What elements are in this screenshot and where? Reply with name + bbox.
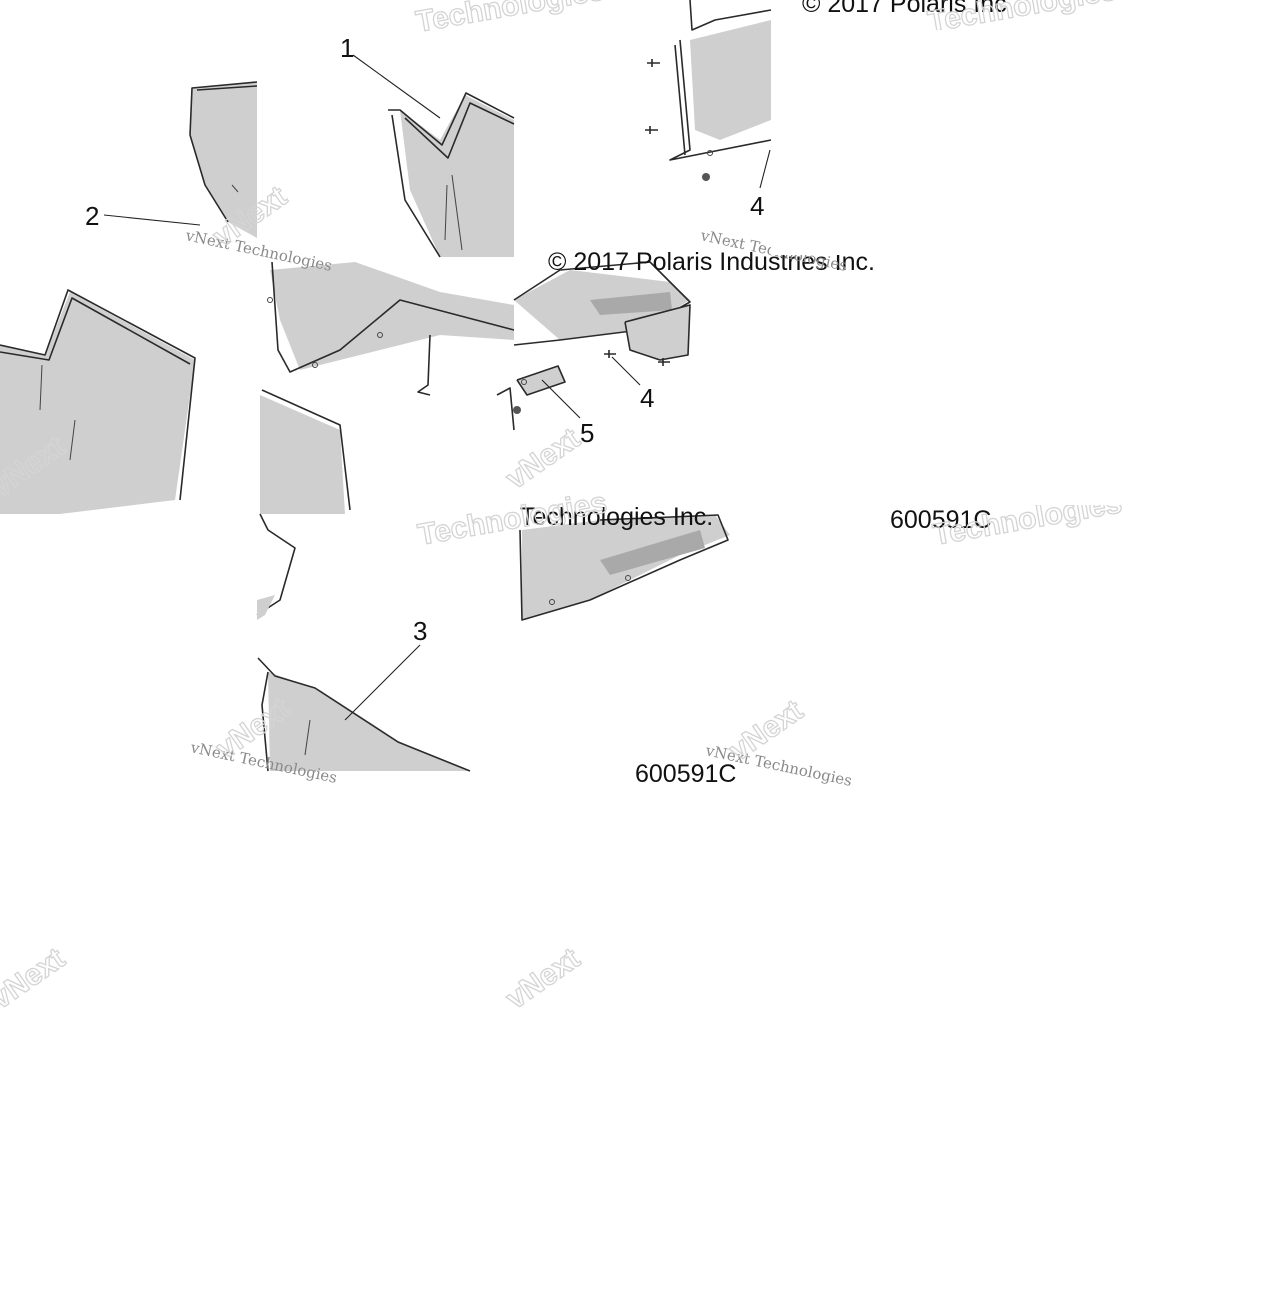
callout-4-top: 4 [750, 191, 764, 221]
leader-line-2 [103, 214, 201, 226]
leader-line-1 [352, 54, 441, 119]
callout-5: 5 [580, 418, 594, 448]
watermark-text: vNext [500, 422, 586, 496]
screw-icon [645, 59, 660, 134]
callout-3: 3 [413, 616, 427, 646]
callout-1: 1 [340, 33, 354, 63]
panel-fragment-2-lower [256, 513, 296, 620]
tile-blank-region [0, 0, 257, 80]
watermark-text: vNext [0, 942, 71, 1016]
callout-2: 2 [85, 201, 99, 231]
panel-fragment-2-main [0, 289, 196, 514]
panel-fragment-5 [496, 261, 691, 431]
watermark-text: Technologies [413, 0, 607, 39]
panel-fragment-1 [388, 92, 515, 258]
copyright-overlap-text: Technologies Inc. [520, 503, 713, 531]
panel-fragment-3-lower [257, 644, 471, 772]
panel-fragment-4-top [645, 0, 772, 189]
tile-blank-region [771, 30, 1285, 255]
watermark-small: vNext Technologies [183, 226, 333, 275]
tile-blank-region [771, 290, 1285, 505]
part-number-right: 600591C [890, 506, 991, 534]
panel-fragment-3-upper [260, 261, 515, 514]
panel-fragment-4-lower [519, 514, 730, 621]
tile-blank-region [771, 800, 1285, 1285]
watermark-text: vNext [500, 942, 586, 1016]
panel-fragment-2-top [189, 81, 258, 238]
screw-icon [604, 350, 670, 366]
part-number-lower: 600591C [635, 760, 736, 788]
tile-blank-region [0, 1040, 771, 1285]
copyright-top-right: © 2017 Polaris Inc [802, 0, 1007, 18]
callout-4-middle: 4 [640, 383, 654, 413]
